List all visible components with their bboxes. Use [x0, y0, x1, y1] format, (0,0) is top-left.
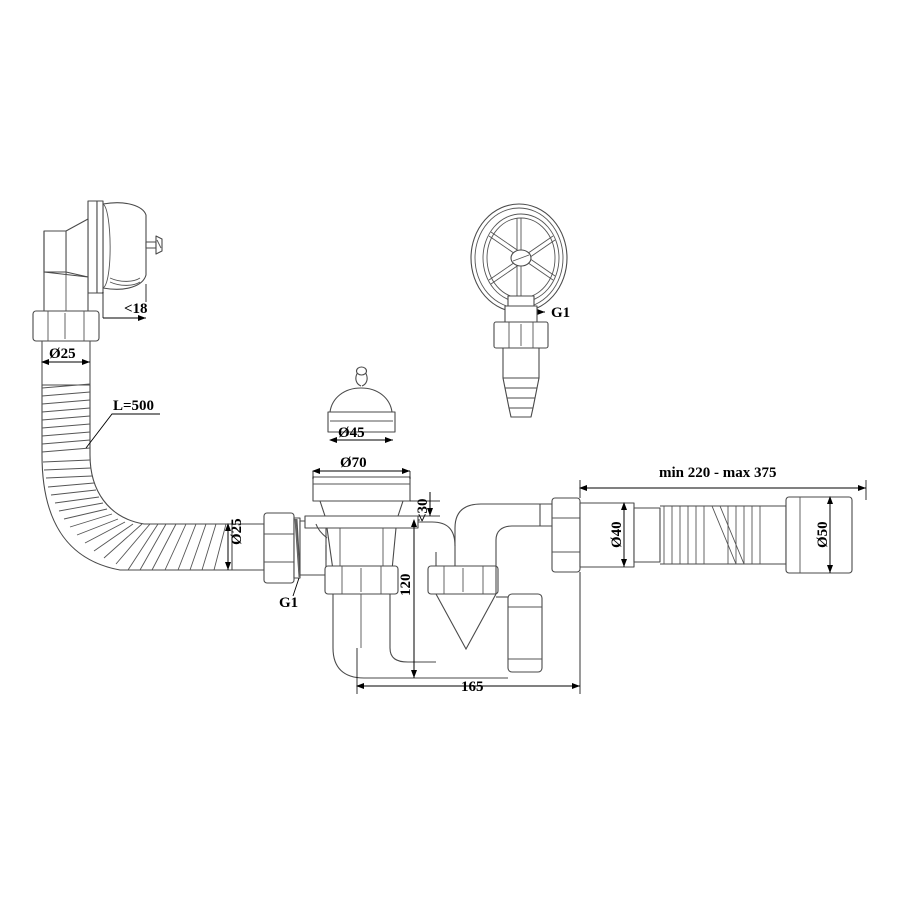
drain-grate — [470, 203, 568, 418]
dimension-flex-pipe-dia: Ø40 — [609, 502, 627, 567]
dimension-overflow-pipe-dia: Ø25 — [41, 346, 90, 365]
flexible-hose — [41, 383, 265, 571]
dimension-label: G1 — [551, 305, 570, 321]
waste-flange-and-siphon — [304, 476, 436, 679]
dimension-extension-range: min 220 - max 375 — [579, 465, 867, 500]
dimension-label: min 220 - max 375 — [659, 465, 777, 481]
dimension-label: G1 — [279, 595, 298, 611]
dimension-trap-height: 120 — [398, 519, 420, 678]
dimension-flange-thickness: <30 — [410, 492, 440, 522]
trap-section — [418, 521, 543, 679]
dimension-hose-thread: G1 — [279, 577, 300, 611]
overflow-head — [32, 200, 163, 386]
dimension-flange-dia: Ø70 — [312, 455, 411, 479]
dimension-hose-outlet-dia: Ø25 — [225, 518, 245, 570]
dimension-label: Ø45 — [338, 425, 365, 441]
flex-outlet-pipe — [660, 505, 787, 565]
dimension-trap-length: 165 — [356, 572, 581, 695]
rubber-plug — [327, 366, 396, 433]
outlet-socket — [785, 496, 853, 574]
dimension-label: Ø25 — [229, 518, 245, 545]
dimension-label: L=500 — [113, 398, 154, 414]
dimension-label: Ø70 — [340, 455, 367, 471]
dimension-label: 165 — [461, 679, 484, 695]
dimension-label: <18 — [124, 301, 148, 317]
dimension-label: Ø25 — [49, 346, 76, 362]
dimension-plug-dia: Ø45 — [329, 425, 393, 443]
dimension-outlet-dia: Ø50 — [815, 496, 833, 573]
dimension-label: Ø50 — [815, 521, 831, 548]
dimension-label: <30 — [415, 498, 431, 522]
dimension-label: Ø40 — [609, 521, 625, 548]
dimension-label: 120 — [398, 574, 414, 597]
dimension-hose-length: L=500 — [85, 398, 160, 449]
dimension-overflow-gap: <18 — [102, 284, 148, 321]
